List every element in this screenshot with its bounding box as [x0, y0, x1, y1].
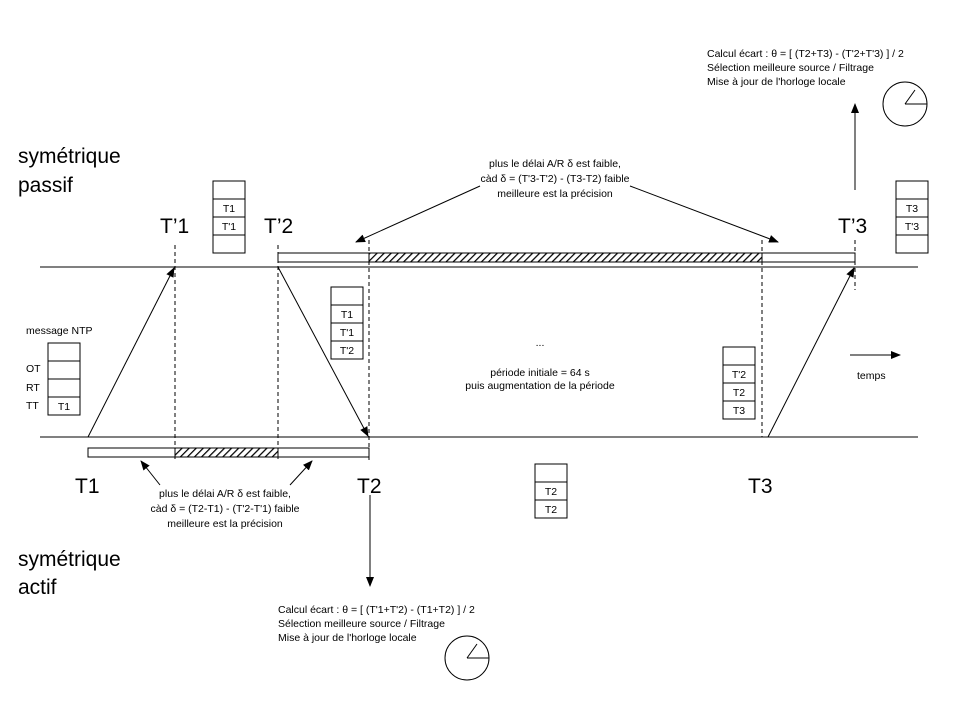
- t2-label: T2: [357, 475, 382, 498]
- packet-box-msg: T1: [47, 342, 81, 416]
- svg-text:meilleure est la précision: meilleure est la précision: [497, 188, 613, 200]
- packet-field-value: T1: [223, 203, 235, 215]
- packet-field-value: T1: [58, 401, 70, 413]
- passive-hatched-interval: [368, 252, 763, 263]
- packet-field-value: T2: [545, 486, 557, 498]
- passif-label-1: symétrique: [18, 145, 121, 168]
- top-delay-note: plus le délai A/R δ est faible, càd δ = …: [480, 158, 629, 200]
- svg-text:Sélection meilleure source / F: Sélection meilleure source / Filtrage: [278, 618, 445, 630]
- packet-field: [212, 234, 246, 254]
- clock-icon: [444, 635, 490, 681]
- svg-text:Mise à jour de l'horloge local: Mise à jour de l'horloge locale: [278, 632, 417, 644]
- temps-label: temps: [857, 370, 886, 382]
- t3-label: T3: [748, 475, 773, 498]
- svg-text:Calcul écart : θ = [ (T'1+T'2): Calcul écart : θ = [ (T'1+T'2) - (T1+T2)…: [278, 604, 475, 616]
- bottom-delay-note: plus le délai A/R δ est faible, càd δ = …: [150, 488, 299, 530]
- svg-text:plus le délai A/R δ est faible: plus le délai A/R δ est faible,: [489, 158, 621, 170]
- packet-field-value: T2: [733, 387, 745, 399]
- t1-label: T1: [75, 475, 100, 498]
- svg-text:Sélection meilleure source / F: Sélection meilleure source / Filtrage: [707, 62, 874, 74]
- packet-field-value: T'1: [340, 327, 354, 339]
- message-arrow-tp2: [277, 266, 369, 437]
- message-ntp-label: message NTP: [26, 325, 93, 337]
- note-arrow-left: [355, 185, 481, 243]
- passif-label-2: passif: [18, 174, 73, 197]
- note-arrow-right: [629, 185, 779, 243]
- actif-label-2: actif: [18, 576, 57, 599]
- t-prime-3-label: T’3: [838, 215, 867, 238]
- time-markers: [174, 240, 856, 460]
- packet-field-value: T2: [545, 504, 557, 516]
- svg-text:période initiale = 64 s: période initiale = 64 s: [490, 367, 590, 379]
- svg-text:càd δ = (T'3-T'2) - (T3-T2) fa: càd δ = (T'3-T'2) - (T3-T2) faible: [480, 173, 629, 185]
- packet-field-value: T'1: [222, 221, 236, 233]
- packet-field: [895, 234, 929, 254]
- packet-field: [534, 463, 568, 483]
- svg-text:càd δ = (T2-T1) - (T'2-T'1) fa: càd δ = (T2-T1) - (T'2-T'1) faible: [150, 503, 299, 515]
- packet-box-tp2: T1T'1T'2: [330, 286, 364, 360]
- packet-field-value: T'3: [905, 221, 919, 233]
- svg-text:plus le délai A/R δ est faible: plus le délai A/R δ est faible,: [159, 488, 291, 500]
- packet-field: [47, 360, 81, 380]
- t-prime-1-label: T’1: [160, 215, 189, 238]
- packet-field: [722, 346, 756, 366]
- packet-field: [212, 180, 246, 200]
- packet-field-value: T3: [906, 203, 918, 215]
- period-note: ... période initiale = 64 s puis augment…: [465, 337, 615, 392]
- message-arrow-t3: [767, 267, 855, 438]
- packet-field: [47, 342, 81, 362]
- packet-field: [722, 400, 756, 420]
- message-arrow-t1: [87, 267, 175, 438]
- svg-text:...: ...: [536, 337, 545, 349]
- packet-field-value: T'2: [732, 369, 746, 381]
- actif-label-1: symétrique: [18, 548, 121, 571]
- clock-icon: [882, 81, 928, 127]
- svg-text:Mise à jour de l'horloge local: Mise à jour de l'horloge locale: [707, 76, 846, 88]
- svg-text:Calcul écart : θ = [ (T2+T3) -: Calcul écart : θ = [ (T2+T3) - (T'2+T'3)…: [707, 48, 904, 60]
- packet-field-value: T1: [341, 309, 353, 321]
- active-hatched-interval: [174, 447, 279, 458]
- t-prime-2-label: T’2: [264, 215, 293, 238]
- top-calc-text: Calcul écart : θ = [ (T2+T3) - (T'2+T'3)…: [707, 48, 904, 88]
- packet-field-value: T3: [733, 405, 745, 417]
- packet-field: [330, 340, 364, 360]
- packet-box-tp3: T3T'3: [895, 180, 929, 254]
- svg-text:meilleure est la précision: meilleure est la précision: [167, 518, 283, 530]
- packet-box-tp1: T1T'1: [212, 180, 246, 254]
- field-rt-label: RT: [26, 382, 40, 394]
- packet-field: [47, 396, 81, 416]
- packet-field: [534, 499, 568, 519]
- packet-field: [47, 378, 81, 398]
- note-arrow-bottom-right: [289, 460, 313, 486]
- field-tt-label: TT: [26, 400, 39, 412]
- field-ot-label: OT: [26, 363, 41, 375]
- bottom-calc-text: Calcul écart : θ = [ (T'1+T'2) - (T1+T2)…: [278, 604, 475, 644]
- packet-field-value: T'2: [340, 345, 354, 357]
- svg-text:puis augmentation de la périod: puis augmentation de la période: [465, 380, 615, 392]
- packet-field: [895, 180, 929, 200]
- packet-field: [330, 286, 364, 306]
- note-arrow-bottom-left: [140, 460, 161, 486]
